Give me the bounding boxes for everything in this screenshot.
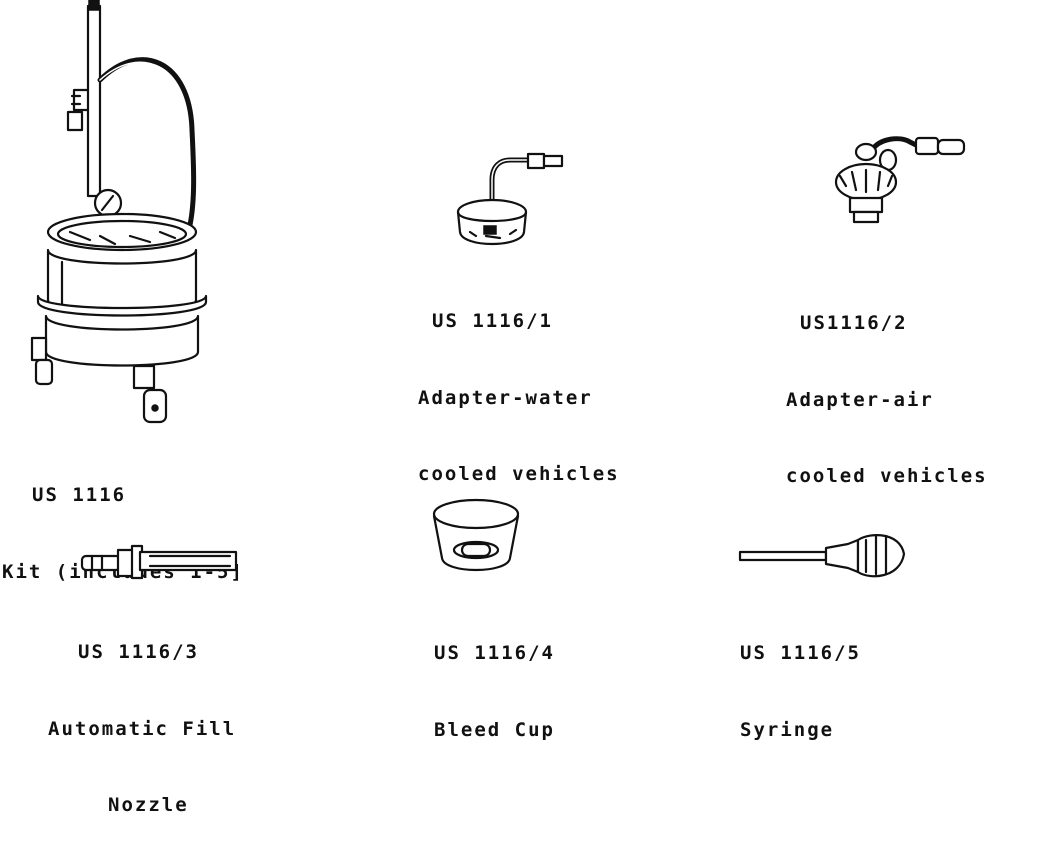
- nozzle-part-number: US 1116/3: [78, 641, 199, 663]
- adapter-air-part-number: US1116/2: [800, 312, 908, 334]
- nozzle-description-1: Automatic Fill: [48, 717, 237, 740]
- adapter-air-description-1: Adapter-air: [786, 388, 934, 411]
- pressure-bleeder-kit-icon: [30, 0, 208, 424]
- bleed-cup-icon: [432, 498, 520, 572]
- adapter-water-description-1: Adapter-water: [418, 386, 593, 409]
- syringe-caption: US 1116/5 Syringe: [740, 590, 861, 769]
- adapter-water-part-number: US 1116/1: [432, 310, 553, 332]
- water-cooled-adapter-icon: [456, 152, 564, 246]
- cup-description: Bleed Cup: [434, 718, 555, 741]
- syringe-description: Syringe: [740, 718, 835, 741]
- syringe-icon: [738, 534, 906, 578]
- air-cooled-adapter-icon: [834, 136, 966, 224]
- adapter-water-caption: US 1116/1 Adapter-water cooled vehicles: [418, 258, 620, 513]
- fill-nozzle-icon: [80, 544, 238, 580]
- adapter-water-description-2: cooled vehicles: [418, 463, 620, 485]
- nozzle-description-2: Nozzle: [108, 794, 189, 816]
- adapter-air-description-2: cooled vehicles: [786, 465, 988, 487]
- kit-part-number: US 1116: [32, 484, 127, 506]
- cup-part-number: US 1116/4: [434, 642, 555, 664]
- adapter-air-caption: US1116/2 Adapter-air cooled vehicles: [786, 260, 988, 515]
- syringe-part-number: US 1116/5: [740, 642, 861, 664]
